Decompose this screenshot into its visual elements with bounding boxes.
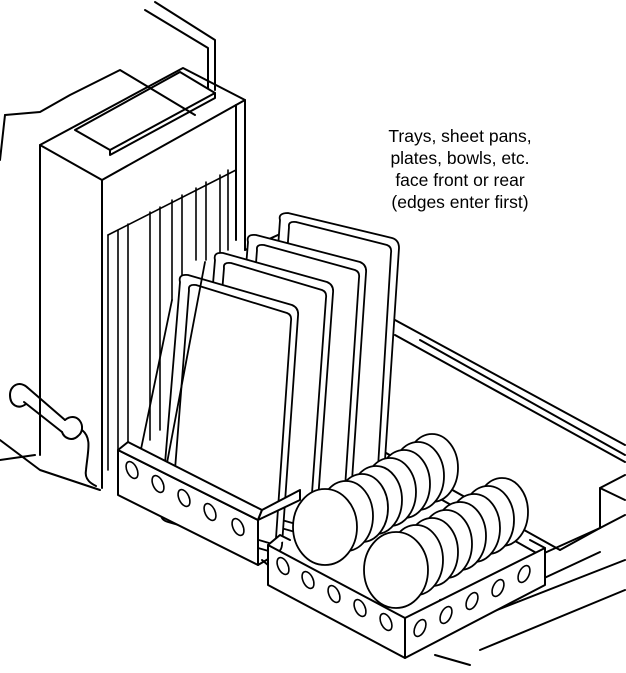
rack-slot-icon [125,460,245,537]
plates-front-row [363,477,529,609]
left-rack [117,441,301,566]
caption-line-1: Trays, sheet pans, [388,126,532,146]
caption-line-3: face front or rear [395,170,525,190]
machine-body [0,1,301,491]
right-rack [261,534,546,659]
caption-line-4: (edges enter first) [391,192,529,212]
caption: Trays, sheet pans, plates, bowls, etc. f… [330,125,590,213]
curtain-strips [107,169,237,471]
plates-back-row [292,433,459,566]
rack-slot-icon [276,556,531,638]
handle-icon [9,383,97,487]
caption-line-2: plates, bowls, etc. [390,148,530,168]
trays [134,212,400,554]
